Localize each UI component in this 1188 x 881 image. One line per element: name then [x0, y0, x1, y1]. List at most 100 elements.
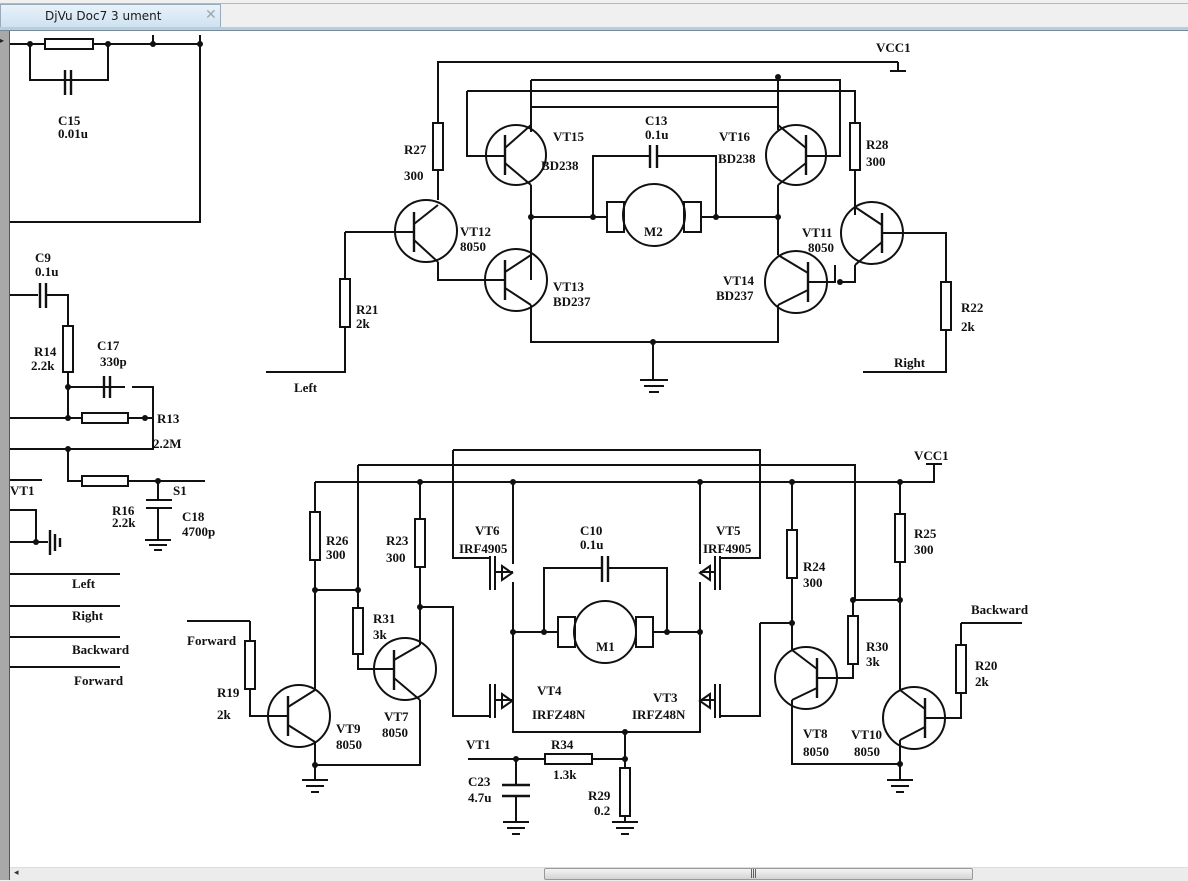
ground-icon	[640, 342, 668, 393]
vcc-rail-bottom	[315, 463, 942, 483]
component-label: VT3	[653, 690, 678, 705]
mosfet-vt3	[700, 623, 761, 718]
r13-label: R13	[157, 411, 180, 426]
component-label: R29	[588, 788, 611, 803]
tab-strip-line	[0, 27, 1188, 31]
resistor-r14	[62, 325, 74, 373]
vcc1-label-bottom: VCC1	[914, 448, 949, 463]
expand-arrow-icon[interactable]: ▸	[0, 36, 5, 45]
resistor-r19	[244, 640, 256, 690]
component-label: R26	[326, 533, 349, 548]
resistor	[44, 38, 94, 50]
bottom-h-bridge: VCC1 VT6 IRF4905 C10 0.1u VT5 IRF4905 M1…	[187, 448, 1029, 835]
resistor-r16	[81, 475, 129, 487]
component-label: 8050	[808, 240, 834, 255]
c9-value: 0.1u	[35, 264, 58, 279]
component-label: 8050	[803, 744, 829, 759]
title-bar: DjVu Doc7 3 ument ✕	[0, 0, 1188, 31]
junction-dot	[27, 41, 33, 47]
component-label: VT12	[460, 224, 491, 239]
toolbar-separator	[0, 0, 1188, 4]
component-label: 2k	[217, 707, 232, 722]
wire	[466, 79, 856, 215]
wire	[899, 689, 945, 741]
transistor-vt7	[373, 637, 437, 701]
document-tab[interactable]: DjVu Doc7 3 ument ✕	[0, 4, 221, 27]
component-label: IRF4905	[703, 541, 752, 556]
junction-dot	[65, 446, 71, 452]
component-label: R24	[803, 559, 826, 574]
scroll-left-arrow-icon[interactable]: ◂	[14, 868, 19, 878]
junction-dot	[312, 587, 318, 593]
junction-dot	[65, 415, 71, 421]
c17-label: C17	[97, 338, 120, 353]
wire	[513, 567, 700, 633]
component-label: 2k	[356, 316, 371, 331]
wire	[501, 692, 514, 710]
wire	[635, 616, 654, 648]
component-label: 2k	[961, 319, 976, 334]
wire	[10, 294, 205, 482]
capacitor-c13	[648, 145, 659, 168]
component-label: 300	[326, 547, 346, 562]
component-label: C23	[468, 774, 491, 789]
component-label: 0.1u	[580, 537, 603, 552]
component-label: 3k	[373, 627, 388, 642]
junction-dot	[33, 539, 39, 545]
wire	[48, 530, 62, 555]
r16-value: 2.2k	[112, 515, 136, 530]
component-label: BD237	[716, 288, 754, 303]
wire	[266, 204, 485, 373]
signal-label-backward: Backward	[72, 642, 130, 657]
scrollbar-thumb[interactable]: |||	[544, 868, 973, 880]
wire	[606, 201, 625, 233]
mosfet-vt5	[699, 482, 721, 715]
signal-label-left: Left	[72, 576, 96, 591]
resistor-r23	[414, 518, 426, 568]
motor-m2-label: M2	[644, 224, 663, 239]
side-panel-collapsed[interactable]: ▸	[0, 31, 10, 880]
wire	[268, 689, 316, 743]
c18-label: C18	[182, 509, 205, 524]
component-label: VT8	[803, 726, 828, 741]
component-label: 300	[404, 168, 424, 183]
wire	[531, 155, 778, 218]
horizontal-scrollbar[interactable]: ◂ |||	[10, 867, 1188, 881]
component-label: C13	[645, 113, 668, 128]
close-icon[interactable]: ✕	[205, 7, 217, 23]
c15-value: 0.01u	[58, 126, 88, 141]
component-label: VT16	[719, 129, 751, 144]
junction-dot	[664, 629, 670, 635]
junction-dot	[355, 587, 361, 593]
component-label: 4.7u	[468, 790, 491, 805]
junction-dot	[897, 761, 903, 767]
component-label: R25	[914, 526, 937, 541]
component-label: VT9	[336, 721, 361, 736]
component-label: 0.2	[594, 803, 610, 818]
signal-label-right: Right	[72, 608, 104, 623]
capacitor-c9	[38, 283, 48, 308]
junction-dot	[197, 41, 203, 47]
wire	[887, 779, 913, 793]
component-label: VT11	[802, 225, 832, 240]
junction-dot	[105, 41, 111, 47]
component-label: R20	[975, 658, 997, 673]
junction-dot	[312, 762, 318, 768]
c9-label: C9	[35, 250, 51, 265]
signal-label-forward: Forward	[74, 673, 124, 688]
c15-label: C15	[58, 113, 81, 128]
resistor-r20	[955, 644, 967, 694]
junction-dot	[622, 729, 628, 735]
transistor-vt8	[774, 646, 838, 710]
vcc-rail	[437, 61, 906, 200]
component-label: VT6	[475, 523, 500, 538]
component-label: R19	[217, 685, 240, 700]
wire	[339, 278, 351, 328]
wire	[840, 206, 947, 373]
junction-dot	[541, 629, 547, 635]
resistor-r24	[786, 529, 798, 579]
wire	[760, 482, 1022, 780]
capacitor-c23	[502, 783, 530, 798]
component-label: VT13	[553, 279, 585, 294]
component-label: C10	[580, 523, 602, 538]
